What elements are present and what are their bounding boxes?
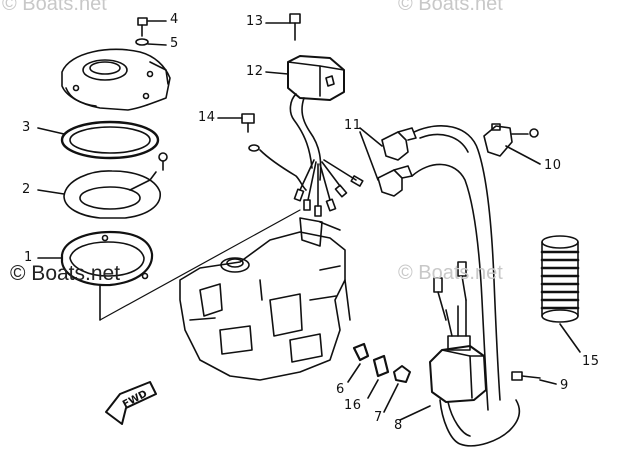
watermark-mid-right: © Boats.net	[398, 262, 503, 284]
callout-14: 14	[198, 110, 216, 125]
clips-and-plug	[347, 342, 411, 413]
engine-block	[179, 217, 351, 381]
ground-wire-14	[217, 113, 307, 191]
callout-16: 16	[344, 398, 362, 413]
callout-4: 4	[170, 12, 179, 27]
watermark-mid-left: © Boats.net	[10, 262, 121, 285]
bracket-10	[483, 123, 541, 165]
callout-10: 10	[544, 158, 562, 173]
stator-plate-2	[37, 152, 168, 219]
ring-3	[37, 120, 160, 160]
watermark-top-left: © Boats.net	[2, 0, 107, 15]
callout-13: 13	[246, 14, 264, 29]
callout-2: 2	[22, 182, 31, 197]
screw-and-washer	[135, 17, 167, 46]
callout-12: 12	[246, 64, 264, 79]
callout-15: 15	[582, 354, 600, 369]
cdi-unit-12	[265, 13, 364, 217]
callout-7: 7	[374, 410, 383, 425]
callout-5: 5	[170, 36, 179, 51]
base-plate-1	[37, 230, 154, 321]
callout-9: 9	[560, 378, 569, 393]
watermark-top-right: © Boats.net	[398, 0, 503, 15]
flywheel-cover-plate	[61, 48, 171, 111]
callout-1: 1	[24, 250, 33, 265]
spring-sleeve-15	[540, 235, 581, 353]
screw-9	[511, 371, 557, 385]
callout-3: 3	[22, 120, 31, 135]
spark-plug-caps-11	[359, 127, 417, 197]
ignition-coil-8	[399, 261, 521, 447]
fwd-arrow	[105, 381, 157, 425]
callout-6: 6	[336, 382, 345, 397]
callout-11: 11	[344, 118, 362, 133]
callout-8: 8	[394, 418, 403, 433]
